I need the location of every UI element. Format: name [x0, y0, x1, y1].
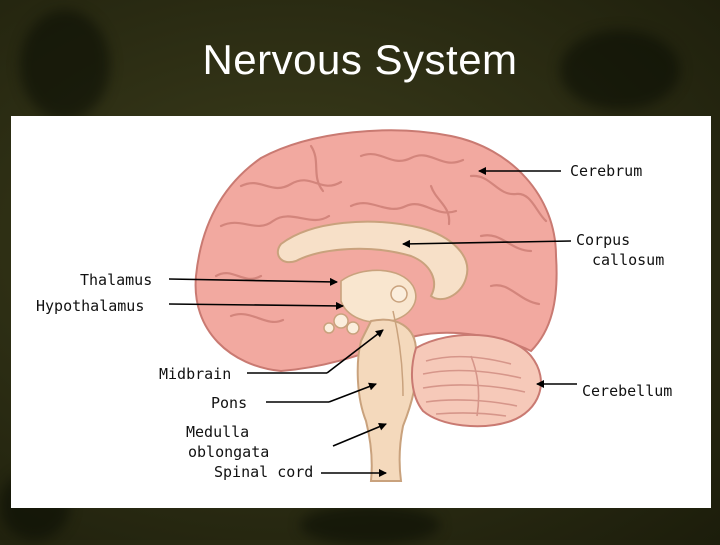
hypothalamus-arrow — [168, 301, 344, 310]
corpus-callosum-arrow — [402, 239, 572, 248]
background-blob — [300, 505, 440, 545]
pons-arrow-diagonal — [328, 382, 377, 403]
medulla-label-line1: Medulla — [186, 423, 250, 441]
pons-label: Pons — [211, 394, 248, 412]
medulla-label-line2: oblongata — [188, 443, 270, 461]
cerebrum-shape — [194, 129, 558, 373]
thalamus-arrow — [168, 277, 338, 286]
thalamus-label: Thalamus — [80, 271, 153, 289]
brain-illustration — [168, 129, 577, 482]
label-arrows — [168, 167, 577, 477]
slide-title: Nervous System — [202, 36, 518, 83]
corpus-callosum-label-line1: Corpus — [576, 231, 631, 249]
hypothalamus-label: Hypothalamus — [36, 297, 145, 315]
midbrain-arrow-diagonal — [326, 329, 384, 374]
brainstem-line — [392, 310, 404, 397]
cerebellum-folds — [422, 355, 526, 417]
diagram-panel: Cerebrum Corpus callosum Thalamus Hypoth… — [11, 116, 711, 508]
midbrain-label: Midbrain — [159, 365, 232, 383]
hypothalamus-shape — [323, 313, 360, 335]
small-gland-shape — [390, 285, 408, 303]
thalamus-shape — [340, 269, 417, 323]
background-blob — [20, 10, 110, 120]
background-blob — [560, 30, 680, 110]
spinal-cord-label: Spinal cord — [214, 463, 314, 481]
cerebellum-label: Cerebellum — [582, 382, 673, 400]
corpus-callosum-shape — [276, 220, 469, 301]
cerebrum-label: Cerebrum — [570, 162, 643, 180]
brainstem-shape — [356, 318, 418, 482]
corpus-callosum-label-line2: callosum — [592, 251, 665, 269]
medulla-arrow — [332, 422, 387, 447]
